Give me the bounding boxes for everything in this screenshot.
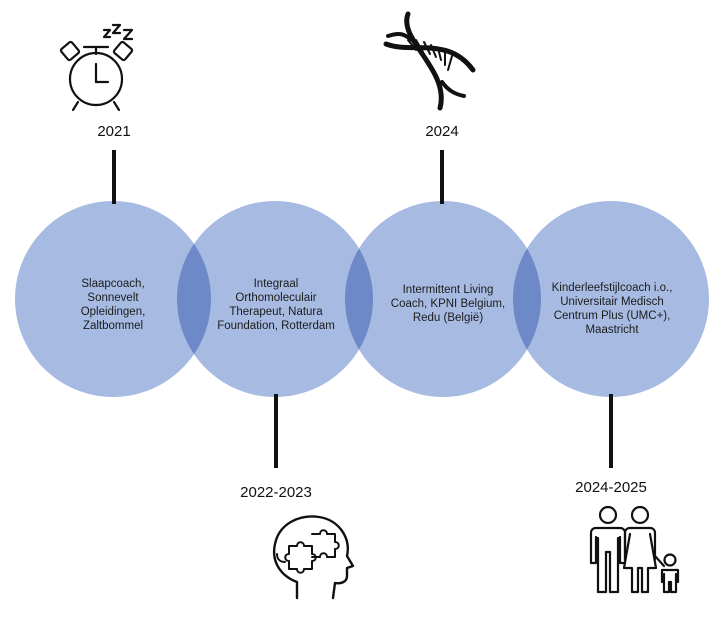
milestone-text-2022-2023: Integraal Orthomoleculair Therapeut, Nat… <box>217 278 335 332</box>
stem-2024-2025 <box>609 394 613 468</box>
milestone-text-2021: Slaapcoach, Sonnevelt Opleidingen, Zaltb… <box>80 278 146 332</box>
milestone-text-2024-2025: Kinderleefstijlcoach i.o., Universitair … <box>551 282 673 336</box>
family-icon <box>589 505 680 594</box>
circle-2022-2023 <box>177 201 373 397</box>
stem-2022-2023 <box>274 394 278 468</box>
circle-2024 <box>345 201 541 397</box>
year-label-2022-2023: 2022-2023 <box>240 484 312 501</box>
stem-2021 <box>112 150 116 204</box>
milestone-text-2024: Intermittent Living Coach, KPNI Belgium,… <box>390 284 506 324</box>
head-puzzle-icon <box>272 515 355 600</box>
year-label-2024-2025: 2024-2025 <box>575 479 647 496</box>
year-label-2021: 2021 <box>97 123 131 140</box>
year-label-2024: 2024 <box>425 123 459 140</box>
circle-2024-2025 <box>513 201 709 397</box>
dna-icon <box>383 11 476 111</box>
stem-2024 <box>440 150 444 204</box>
alarm-clock-icon <box>59 23 134 112</box>
